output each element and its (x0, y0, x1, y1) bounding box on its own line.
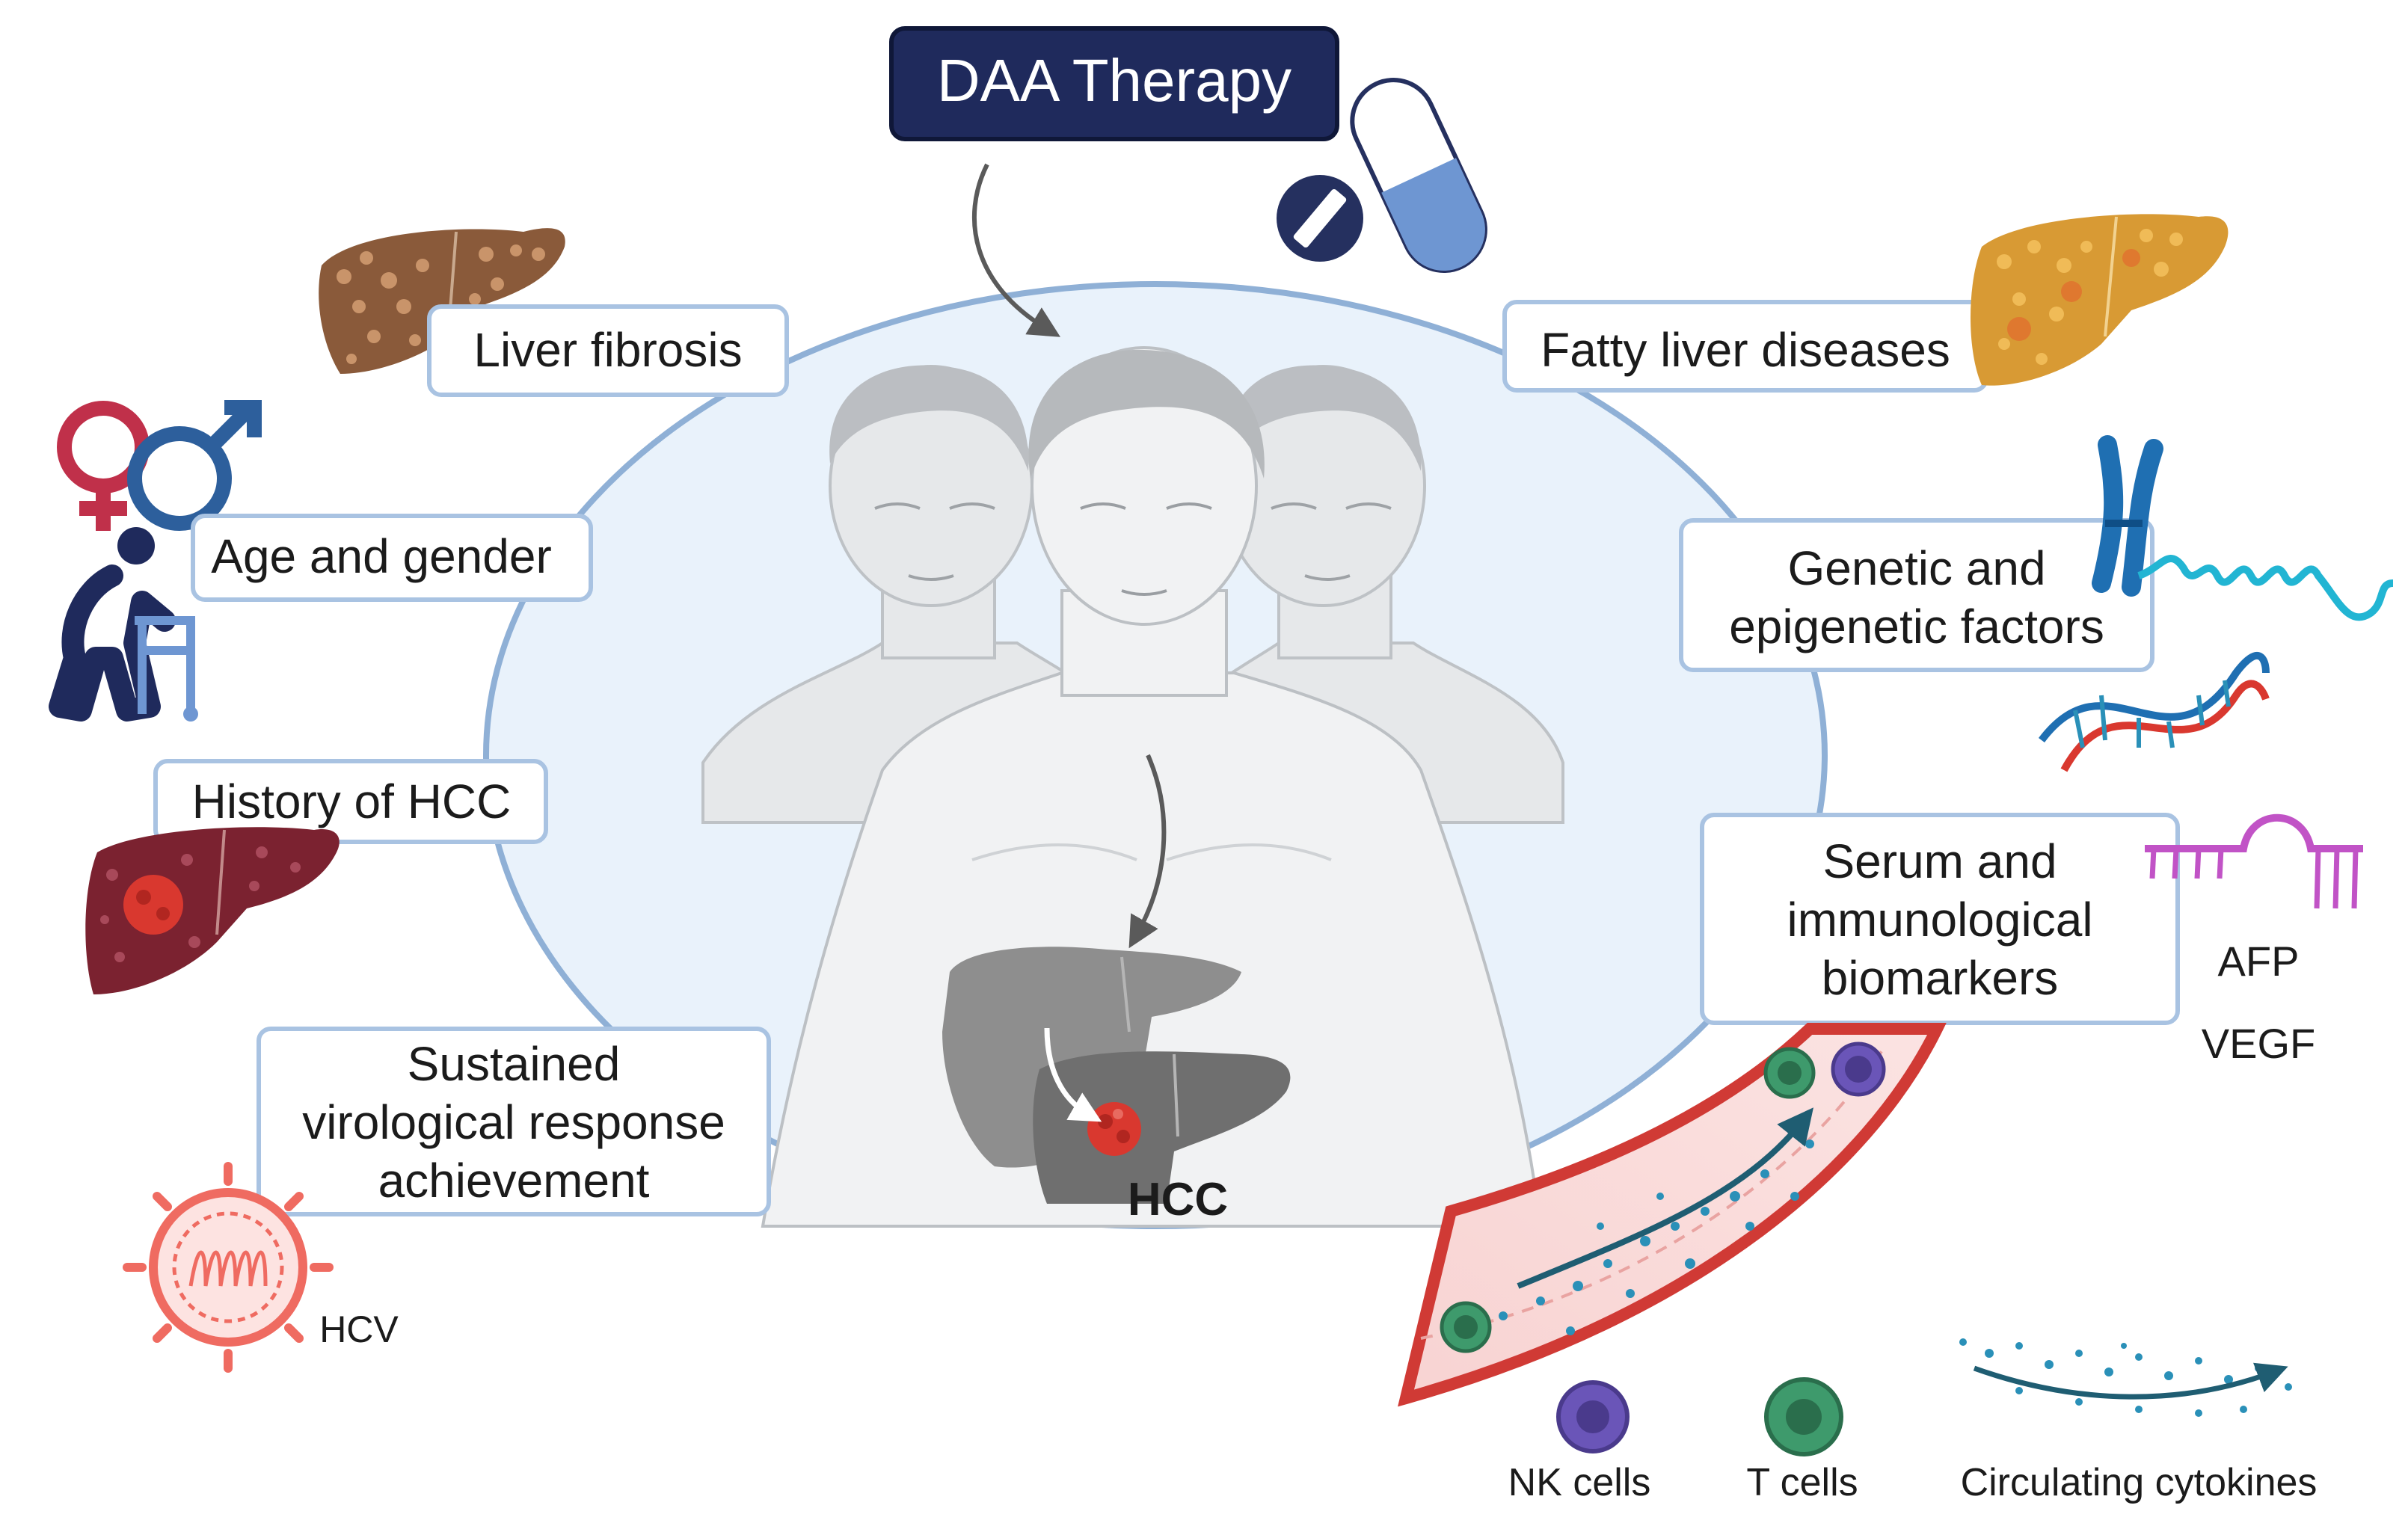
liver-fibrosis-label: Liver fibrosis (473, 323, 742, 377)
pill-icon (1277, 78, 1487, 274)
biomarkers-label-line1: Serum and (1822, 834, 2057, 888)
cytokines-icon (1959, 1338, 2292, 1417)
svr-label-line1: Sustained (408, 1037, 621, 1091)
patient-figures (701, 346, 1564, 1228)
liver-fibrosis-box (427, 304, 789, 397)
cytokines-label: Circulating cytokines (1961, 1461, 2318, 1504)
daa-therapy-title: DAA Therapy (937, 47, 1291, 114)
biomarkers-label-line3: biomarkers (1822, 951, 2059, 1005)
t-cells-label: T cells (1746, 1461, 1858, 1504)
svr-box (257, 1027, 771, 1216)
nk-cells-label: NK cells (1508, 1461, 1651, 1504)
gender-symbols-icon (57, 400, 262, 531)
daa-therapy-box (889, 26, 1339, 141)
chromosome-icon (2092, 435, 2163, 597)
age-gender-label: Age and gender (211, 529, 552, 583)
nk-cell-icon (1556, 1380, 1630, 1453)
svr-label-line3: achievement (378, 1154, 650, 1207)
genetic-label-line2: epigenetic factors (1729, 600, 2104, 653)
arrow-to-liver (1128, 754, 1167, 949)
t-cell-icon (1764, 1377, 1843, 1456)
elderly-walker-icon (49, 527, 198, 722)
blood-vessel-icon (1398, 1023, 1947, 1407)
age-gender-box (191, 514, 593, 602)
legend: NK cells T cells Circulating cytokines (1508, 1338, 2318, 1504)
genetic-box (1679, 518, 2154, 672)
torso-liver-icon (942, 947, 1291, 1204)
hcc-liver-icon (85, 827, 340, 994)
hcv-label: HCV (319, 1308, 399, 1350)
history-hcc-box (153, 759, 548, 844)
afp-label: AFP (2218, 938, 2300, 985)
svr-label-line2: virological response (302, 1095, 725, 1149)
biomarkers-label-line2: immunological (1787, 893, 2092, 947)
genetic-label-line1: Genetic and (1787, 541, 2045, 595)
vegf-label: VEGF (2202, 1020, 2315, 1067)
tumor-icon (1087, 1102, 1141, 1156)
fatty-liver-icon (1971, 214, 2229, 386)
arrow-therapy-to-patients (971, 163, 1061, 337)
hcv-virus-icon (123, 1162, 334, 1373)
rna-strand-icon (2145, 813, 2363, 909)
arrow-to-tumor (1044, 1027, 1102, 1122)
hcc-center-label: HCC (1128, 1174, 1228, 1225)
protein-coil-icon (2137, 555, 2394, 621)
history-hcc-label: History of HCC (192, 775, 512, 828)
dna-helix-icon (2039, 652, 2270, 772)
fatty-liver-label: Fatty liver diseases (1541, 323, 1950, 377)
